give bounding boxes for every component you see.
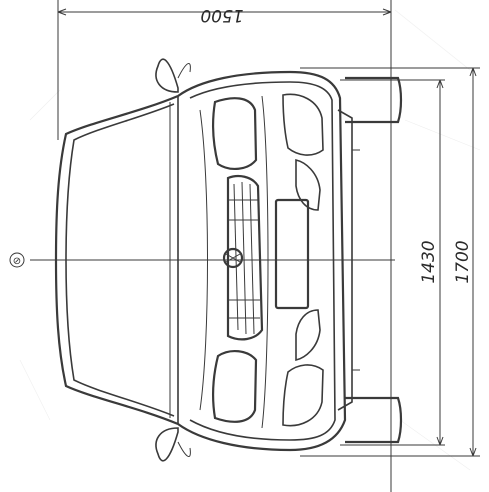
paper-texture	[19, 9, 481, 471]
body-outline	[177, 70, 347, 452]
wheel-top	[345, 76, 403, 124]
grille	[226, 175, 264, 341]
bumper-vent-bottom	[282, 364, 324, 427]
headlight-top	[211, 97, 258, 170]
dimension-label-1700: 1700	[453, 240, 473, 283]
dimension-label-1500: 1500	[200, 5, 243, 25]
headlight-bottom	[211, 350, 258, 423]
wheel-bottom	[345, 396, 403, 444]
mirror-top	[155, 58, 179, 93]
dimension-right-1700: 1700	[300, 67, 480, 457]
car-front-view	[54, 58, 403, 462]
roof-outline	[54, 94, 179, 426]
license-plate	[274, 198, 310, 310]
dimension-label-1430: 1430	[419, 240, 439, 283]
mirror-bottom	[155, 427, 179, 462]
car-emblem	[222, 247, 244, 269]
dimension-top-1500: 1500	[57, 0, 392, 492]
dimension-right-1430: 1430	[340, 79, 445, 446]
center-line: ⊘	[9, 252, 395, 268]
bumper-vent-top	[282, 93, 324, 156]
center-mark-symbol: ⊘	[13, 256, 21, 267]
